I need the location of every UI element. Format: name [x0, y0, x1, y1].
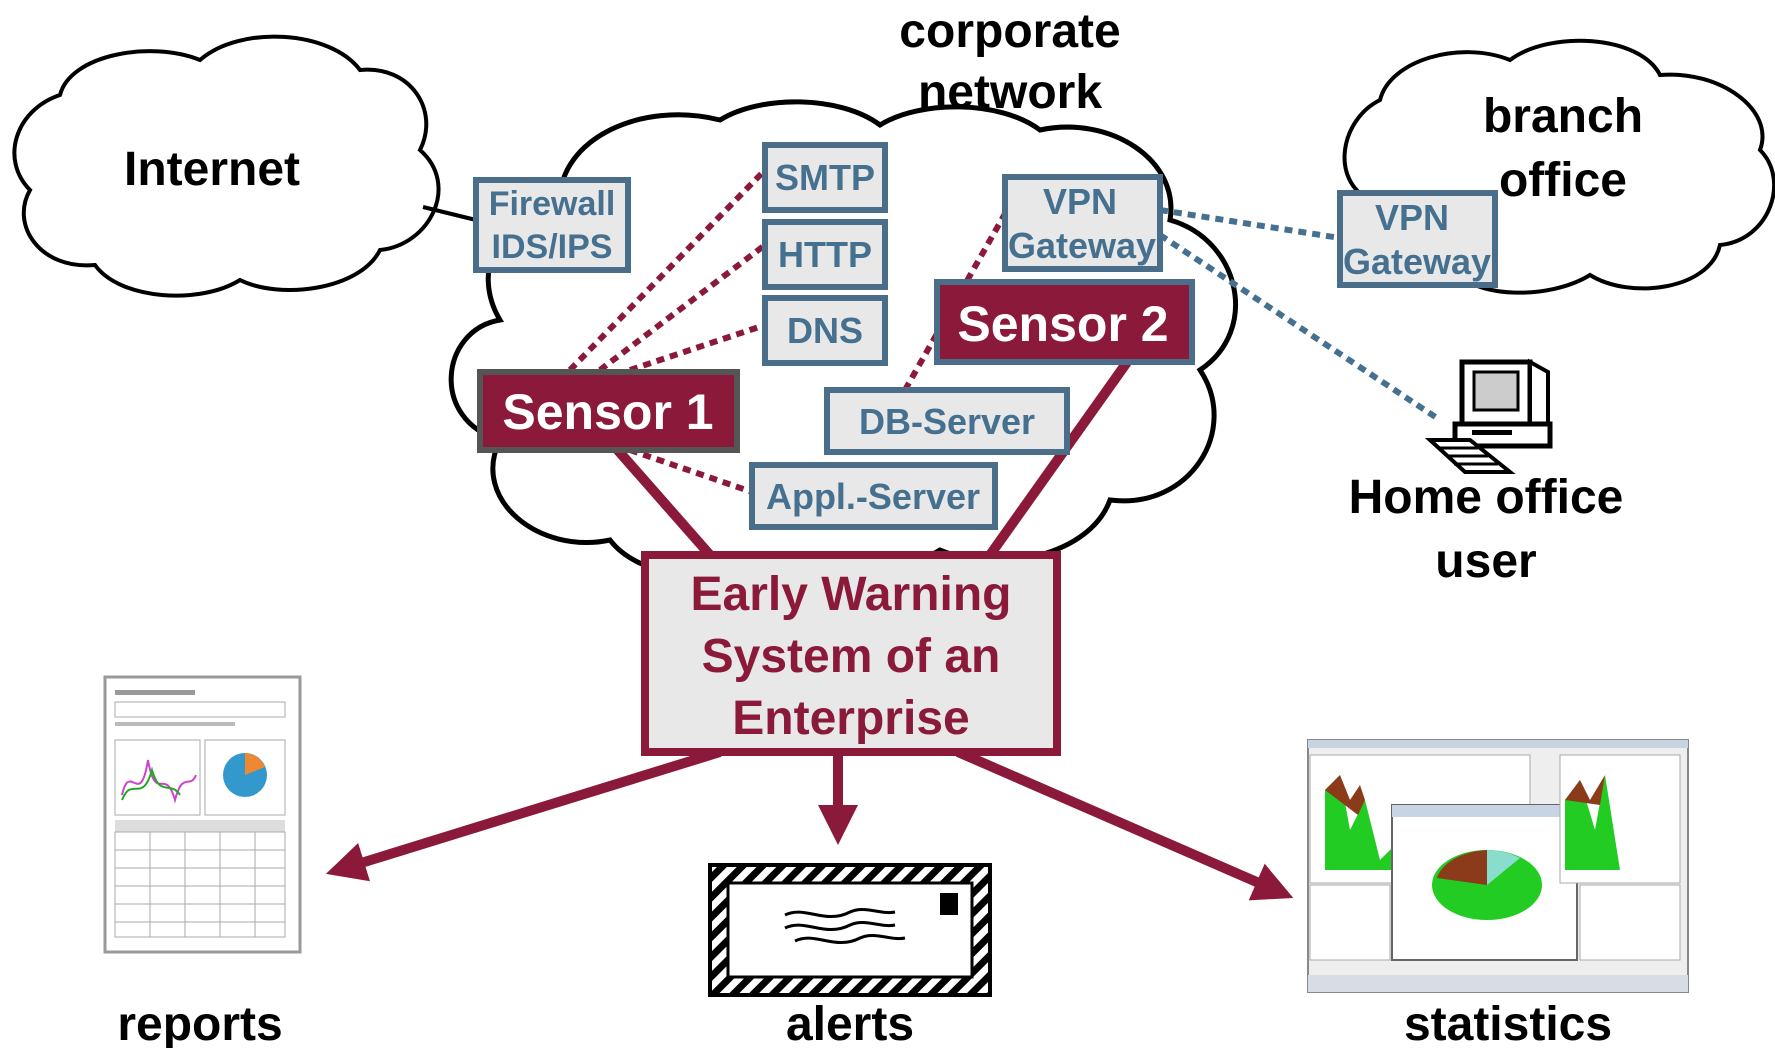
reports-label: reports — [117, 998, 282, 1048]
http-box: HTTP — [762, 219, 888, 290]
output-arrows — [325, 747, 1294, 901]
sensor-2-label: Sensor 2 — [957, 296, 1168, 352]
vpn-branch-label-1: VPN — [1375, 197, 1449, 238]
internet-firewall-link — [422, 205, 477, 222]
ews-label-1: Early Warning — [691, 568, 1012, 621]
branch-label-1: branch — [1483, 90, 1643, 143]
smtp-label: SMTP — [775, 157, 875, 198]
vpn-corp-label-1: VPN — [1043, 181, 1117, 222]
ids-ips-label: IDS/IPS — [492, 228, 613, 266]
statistics-label: statistics — [1404, 998, 1612, 1048]
dns-box: DNS — [762, 295, 888, 366]
http-label: HTTP — [778, 234, 872, 275]
firewall-box: Firewall IDS/IPS — [473, 177, 631, 273]
branch-label-2: office — [1499, 154, 1627, 207]
sensor1-monitor-links — [567, 167, 768, 495]
sensor-2-box: Sensor 2 — [934, 279, 1195, 365]
statistics-app-thumbnail — [1307, 739, 1689, 993]
report-document-thumbnail — [103, 675, 302, 954]
corporate-label-1: corporate — [899, 5, 1120, 58]
appl-server-label: Appl.-Server — [766, 476, 980, 517]
vpn-gateway-corporate-box: VPN Gateway — [1002, 174, 1163, 272]
home-office-label-2: user — [1435, 535, 1536, 588]
internet-label: Internet — [124, 143, 300, 196]
computer-icon — [1424, 358, 1553, 474]
dns-label: DNS — [787, 310, 863, 351]
firewall-label: Firewall — [489, 185, 616, 223]
sensor2-vpn-link — [902, 203, 1013, 392]
envelope-icon — [708, 863, 992, 997]
db-server-box: DB-Server — [824, 387, 1070, 455]
vpn-corp-label-2: Gateway — [1008, 225, 1156, 266]
alerts-label: alerts — [786, 998, 914, 1048]
vpn-branch-label-2: Gateway — [1343, 241, 1491, 282]
early-warning-system-box: Early Warning System of an Enterprise — [641, 551, 1061, 756]
smtp-box: SMTP — [762, 142, 888, 213]
vpn-links — [1158, 207, 1442, 423]
ews-label-2: System of an — [702, 630, 1001, 683]
appl-server-box: Appl.-Server — [749, 462, 998, 530]
ews-label-3: Enterprise — [732, 692, 969, 745]
internet-cloud — [12, 34, 441, 298]
sensor-1-box: Sensor 1 — [477, 369, 740, 453]
db-server-label: DB-Server — [859, 401, 1035, 442]
sensor-to-ews-links — [611, 355, 1135, 559]
sensor-1-label: Sensor 1 — [502, 384, 713, 440]
home-office-label-1: Home office — [1349, 471, 1624, 524]
corporate-label-2: network — [918, 66, 1102, 119]
vpn-gateway-branch-box: VPN Gateway — [1337, 190, 1498, 288]
